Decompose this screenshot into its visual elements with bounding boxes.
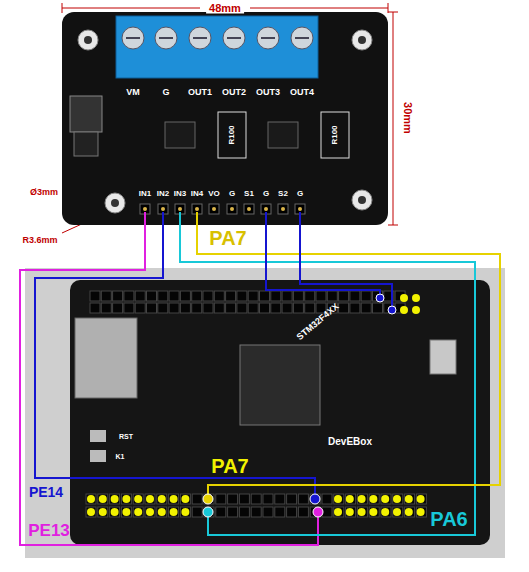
signal-name: PE14 — [29, 485, 63, 499]
pin-name: VO — [208, 190, 220, 198]
jumper-wires — [20, 212, 500, 545]
reset-button — [90, 430, 106, 442]
terminal-name: VM — [126, 88, 140, 97]
mcu-chip — [240, 345, 320, 425]
terminal-name: OUT1 — [188, 88, 212, 97]
board-name: DevEBox — [328, 437, 372, 447]
terminal-name: OUT2 — [222, 88, 246, 97]
pin-name: G — [263, 190, 269, 198]
button-name: K1 — [116, 453, 125, 460]
pin-name: IN4 — [191, 190, 203, 198]
terminal-block — [116, 16, 318, 78]
signal-name: PA7 — [209, 228, 246, 248]
dimension: 30mm — [402, 102, 413, 134]
wire-end-dots — [203, 294, 396, 517]
button-name: RST — [119, 433, 133, 440]
board-name: STM32F4XX — [295, 302, 340, 342]
stm32-headers — [86, 291, 426, 517]
pin-name: G — [297, 190, 303, 198]
dimension-lines — [62, 3, 398, 233]
resistor-value: R100 — [331, 125, 339, 144]
pin-name: S2 — [278, 190, 288, 198]
terminal-screws — [122, 27, 313, 49]
terminal-name: OUT4 — [290, 88, 314, 97]
sd-slot — [75, 318, 137, 398]
stm32-pcb — [70, 280, 490, 545]
driver-pcb — [62, 12, 388, 225]
pin-name: IN2 — [157, 190, 169, 198]
pin-name: G — [229, 190, 235, 198]
pin-name: S1 — [244, 190, 254, 198]
driver-chips — [165, 112, 349, 158]
k1-button — [90, 450, 106, 462]
signal-name: PA7 — [211, 456, 248, 476]
driver-header — [140, 204, 305, 214]
dimension: R3.6mm — [22, 236, 57, 245]
resistor-value: R100 — [228, 125, 236, 144]
usb-port — [430, 340, 456, 374]
signal-name: PE13 — [28, 522, 70, 539]
dimension: 48mm — [206, 3, 244, 14]
signal-name: PA6 — [430, 509, 467, 529]
terminal-name: G — [162, 88, 169, 97]
regulator-tab — [70, 96, 102, 132]
dimension: Ø3mm — [30, 188, 58, 197]
terminal-name: OUT3 — [256, 88, 280, 97]
regulator — [74, 132, 98, 156]
pin-name: IN1 — [139, 190, 151, 198]
photo-ground — [25, 268, 505, 558]
pin-name: IN3 — [174, 190, 186, 198]
